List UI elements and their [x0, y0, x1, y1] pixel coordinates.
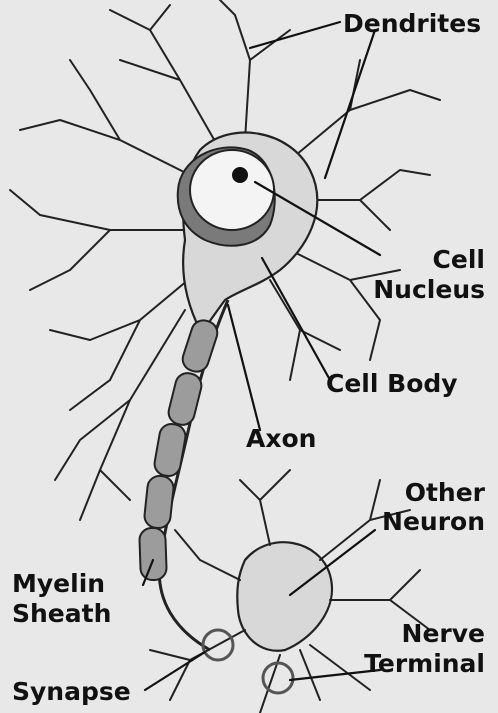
label-myelin-sheath-line1: Myelin	[12, 569, 105, 598]
label-synapse: Synapse	[12, 677, 131, 706]
label-other-neuron-line2: Neuron	[382, 507, 485, 536]
label-nerve-terminal-line2: Terminal	[364, 649, 485, 678]
label-cell-nucleus-line1: Cell	[433, 245, 485, 274]
label-cell-body: Cell Body	[326, 369, 458, 398]
nucleolus	[232, 167, 248, 183]
label-axon: Axon	[246, 424, 316, 453]
synapse-circle-2	[263, 663, 293, 693]
label-dendrites: Dendrites	[343, 9, 481, 38]
label-nerve-terminal-line1: Nerve	[402, 619, 485, 648]
label-other-neuron-line1: Other	[405, 478, 486, 507]
label-cell-nucleus-line2: Nucleus	[373, 275, 485, 304]
myelin-segments	[139, 317, 220, 580]
nucleus	[190, 150, 274, 230]
label-myelin-sheath-line2: Sheath	[12, 599, 111, 628]
